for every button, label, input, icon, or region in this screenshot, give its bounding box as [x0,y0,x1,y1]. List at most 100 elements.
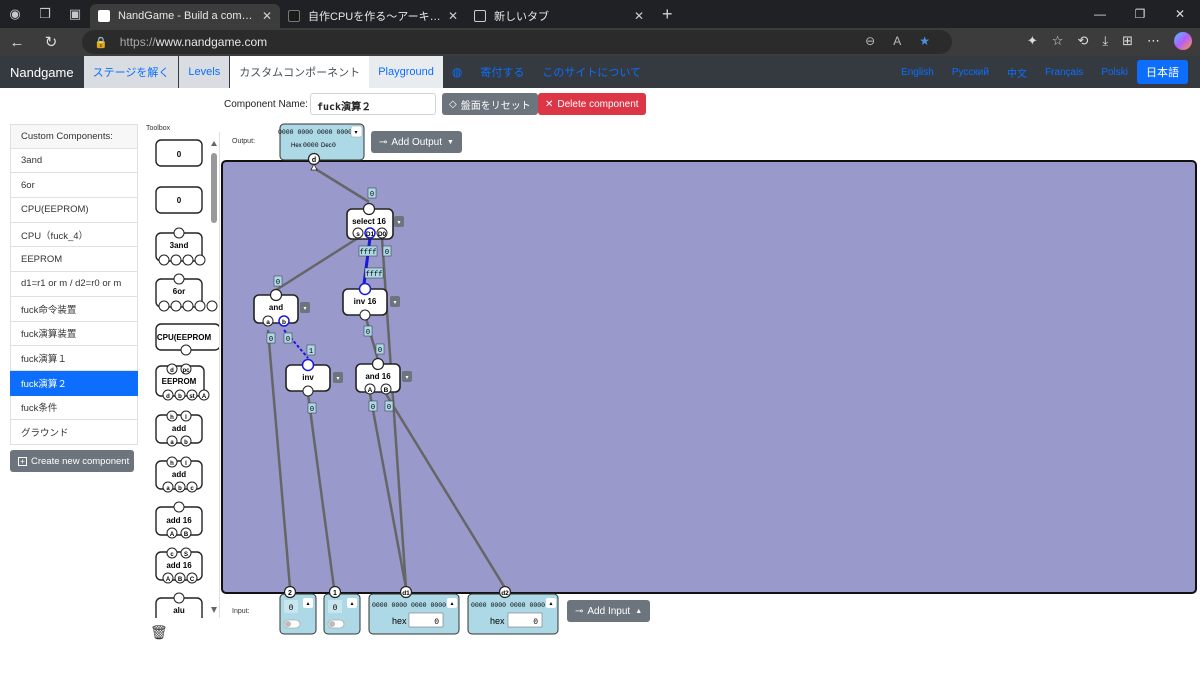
svg-text:C: C [190,577,195,583]
toolbox-scrollbar[interactable] [210,137,218,615]
globe-icon[interactable]: ◍ [451,65,463,79]
copilot-icon[interactable] [1174,32,1192,50]
toolbox-item-6or[interactable]: 6or [155,273,218,312]
svg-text:inv 16: inv 16 [354,297,377,306]
nav-levels[interactable]: Levels [179,56,230,88]
lang-chinese[interactable]: 中文 [1006,68,1027,80]
svg-text:0: 0 [366,329,370,337]
eraser-icon: ◇ [449,98,457,110]
minimize-icon[interactable]: — [1094,7,1106,21]
toolbox-item-add16-carry[interactable]: c S add 16 A B C [155,547,203,584]
zoom-icon[interactable]: ⊖ [865,34,876,48]
component-select16[interactable]: select 16 s D1 D0 ▾ [346,202,404,240]
component-menu-icon: ▾ [336,376,339,382]
component-item[interactable]: d1=r1 or m / d2=r0 or m [10,272,138,297]
lock-icon: 🔒 [94,36,108,49]
new-tab-icon[interactable]: + [662,3,673,24]
component-item[interactable]: fuck演算１ [10,346,138,371]
circuit-area[interactable] [221,160,1197,594]
toolbox-item-eeprom[interactable]: d pc EEPROM d b st A [155,363,210,401]
component-item[interactable]: fuck命令装置 [10,296,138,322]
toolbox-item-3and[interactable]: 3and [155,227,206,266]
toolbox-item-zero[interactable]: 0 [155,139,203,167]
input-node-1[interactable]: 1 0 ▴ [323,585,361,635]
reset-board-button[interactable]: ◇盤面をリセット [442,93,538,115]
history-icon[interactable]: ⟲ [1077,33,1089,48]
close-tab-icon[interactable]: ✕ [261,9,272,23]
svg-text:ffff: ffff [360,249,377,257]
address-input[interactable]: 🔒 https://www.nandgame.com [82,30,952,54]
component-item[interactable]: CPU（fuck_4） [10,222,138,248]
component-item-selected[interactable]: fuck演算２ [10,370,138,396]
svg-text:0: 0 [286,336,290,344]
close-tab-icon[interactable]: ✕ [447,9,458,23]
nav-donate[interactable]: 寄付する [480,67,525,79]
trash-icon[interactable]: 🗑 [150,624,168,640]
profile-icon[interactable]: ◉ [9,6,21,21]
svg-text:S: S [184,552,188,558]
svg-text:d: d [170,368,174,374]
lang-polish[interactable]: Polski [1101,66,1128,78]
nav-about[interactable]: このサイトについて [542,67,641,79]
component-item[interactable]: fuck条件 [10,395,138,421]
more-icon[interactable]: ⋯ [1147,33,1160,48]
close-window-icon[interactable]: ✕ [1174,7,1186,21]
download-icon[interactable]: ⤓ [1102,33,1109,48]
toolbox-item-cpu[interactable]: CPU(EEPROM [155,323,220,356]
toolbox-item-add[interactable]: h l add a b [155,410,203,447]
component-and[interactable]: and a b ▾ [253,288,310,327]
lang-japanese[interactable]: 日本語 [1137,60,1188,84]
read-aloud-icon[interactable]: A [893,34,902,48]
toolbox-item-add-carry[interactable]: h l add a b c [155,456,203,493]
browser-tab-cpu[interactable]: 自作CPUを作る〜アーキテクチャ編〜 ✕ [280,4,466,28]
svg-text:Hex: Hex [291,143,302,149]
component-item[interactable]: EEPROM [10,247,138,273]
split-screen-icon[interactable]: ⊞ [1122,33,1133,48]
input-node-2[interactable]: 2 0 ▴ [279,585,317,635]
extensions-icon[interactable]: ✦ [1026,33,1038,48]
input-node-d2[interactable]: d2 0000 0000 0000 0000 ▴ hex 0 [467,585,559,635]
toolbox-item-alu[interactable]: alu [155,592,203,618]
create-new-component-button[interactable]: +Create new component [10,450,134,472]
component-inv[interactable]: inv ▾ [285,358,343,397]
lang-french[interactable]: Français [1044,66,1084,78]
browser-tab-strip: ◉ ❒ ▣ NandGame - Build a computer fr ✕ 自… [0,0,1200,28]
browser-tab-nandgame[interactable]: NandGame - Build a computer fr ✕ [90,4,280,28]
delete-component-button[interactable]: ✕Delete component [538,93,646,115]
lang-russian[interactable]: Русский [951,66,989,78]
collections-icon[interactable]: ❒ [39,6,51,21]
favorite-star-icon[interactable]: ★ [919,34,930,48]
add-output-button[interactable]: ⊸Add Output▼ [371,131,462,153]
nav-custom-components[interactable]: カスタムコンポーネント [230,56,370,88]
tab-actions-icon[interactable]: ▣ [68,6,82,21]
component-item[interactable]: CPU(EEPROM) [10,198,138,223]
component-item[interactable]: fuck演算装置 [10,321,138,347]
browser-tab-newtab[interactable]: 新しいタブ ✕ [466,4,652,28]
page-favicon-icon [288,10,300,22]
svg-text:0: 0 [370,191,374,199]
toolbox-item-add16[interactable]: add 16 A B [155,501,203,539]
output-node-d[interactable]: 0000 0000 0000 0000 ▾ Hex 0000 Dec 0 d [278,123,365,171]
back-icon[interactable]: ← [9,33,25,51]
favorites-icon[interactable]: ☆ [1051,33,1064,48]
component-item[interactable]: 3and [10,148,138,174]
input-node-d1[interactable]: d1 0000 0000 0000 0000 ▴ hex 0 [368,585,460,635]
toolbox-item-zero[interactable]: 0 [155,186,203,214]
reload-icon[interactable]: ↻ [44,34,58,51]
nav-playground[interactable]: Playground [369,56,443,88]
component-item[interactable]: 6or [10,173,138,199]
component-name-label: Component Name: [224,99,308,110]
nav-solve-stages[interactable]: ステージを解く [83,56,179,88]
close-tab-icon[interactable]: ✕ [633,9,644,23]
caret-up-icon: ▴ [450,601,453,607]
scroll-up-icon [211,141,217,146]
component-item[interactable]: グラウンド [10,420,138,445]
brand-logo[interactable]: Nandgame [10,64,74,80]
svg-text:A: A [170,532,175,538]
component-inv16[interactable]: inv 16 ▾ [342,282,400,321]
maximize-icon[interactable]: ❐ [1134,7,1146,21]
lang-english[interactable]: English [901,66,934,78]
component-and16[interactable]: and 16 A B ▾ [355,357,412,395]
add-input-button[interactable]: ⊸Add Input▲ [567,600,651,622]
component-name-input[interactable]: fuck演算２ [310,93,436,115]
